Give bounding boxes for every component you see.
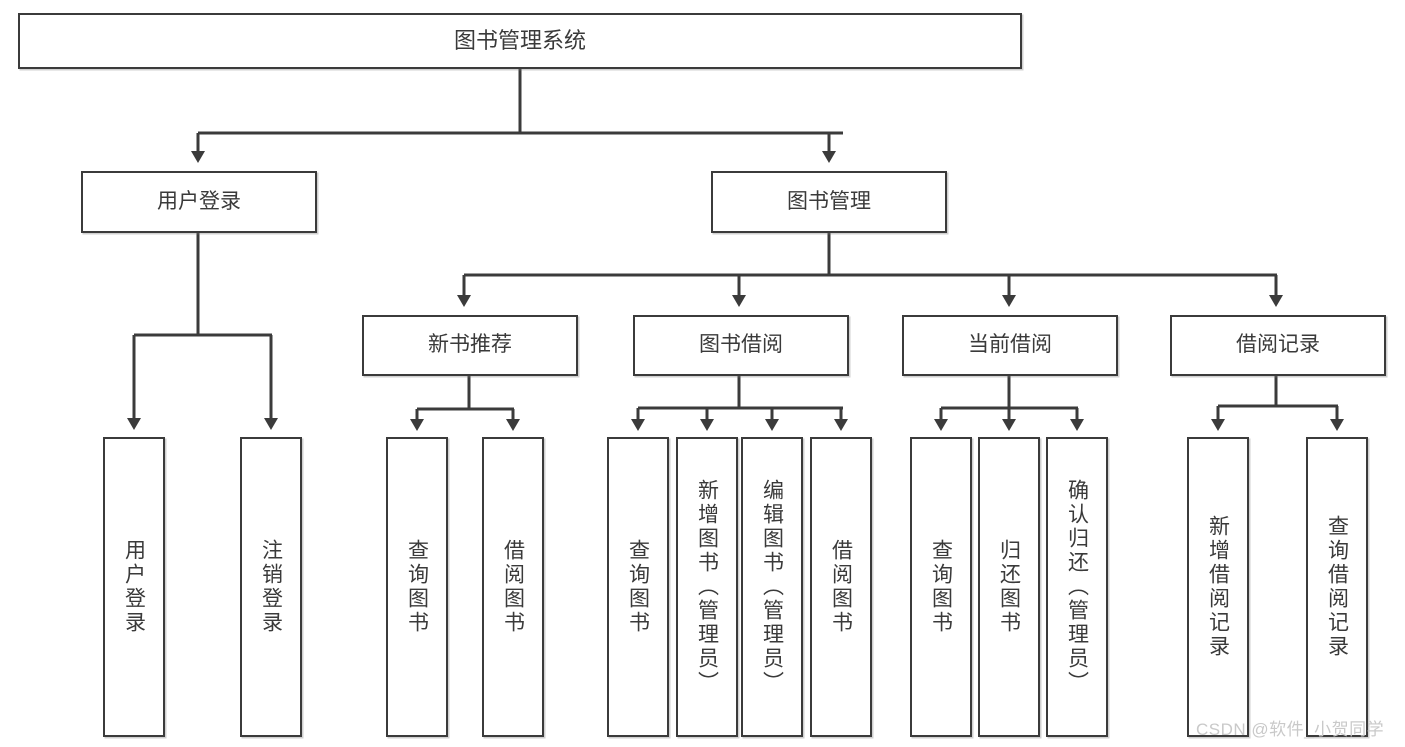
node-book-management[interactable]: 图书管理 xyxy=(711,171,947,233)
node-leaf-borrow-book-2[interactable]: 借阅图书 xyxy=(810,437,872,737)
node-leaf-edit-book[interactable]: 编辑图书（管理员） xyxy=(741,437,803,737)
node-leaf-return-book-label: 归还图书 xyxy=(997,539,1021,635)
node-leaf-borrow-book-1-label: 借阅图书 xyxy=(501,539,525,635)
node-leaf-add-book-label: 新增图书（管理员） xyxy=(695,479,719,695)
node-leaf-query-book-2-label: 查询图书 xyxy=(626,539,650,635)
node-leaf-user-login[interactable]: 用户登录 xyxy=(103,437,165,737)
node-leaf-query-record[interactable]: 查询借阅记录 xyxy=(1306,437,1368,737)
node-leaf-confirm-return[interactable]: 确认归还（管理员） xyxy=(1046,437,1108,737)
node-leaf-query-book-1[interactable]: 查询图书 xyxy=(386,437,448,737)
node-leaf-borrow-book-1[interactable]: 借阅图书 xyxy=(482,437,544,737)
node-current-borrow-label: 当前借阅 xyxy=(968,333,1052,357)
node-leaf-query-book-3-label: 查询图书 xyxy=(929,539,953,635)
node-leaf-user-login-label: 用户登录 xyxy=(122,539,146,635)
node-leaf-user-logout-label: 注销登录 xyxy=(259,539,283,635)
node-book-management-label: 图书管理 xyxy=(787,189,871,213)
node-leaf-query-book-1-label: 查询图书 xyxy=(405,539,429,635)
node-new-book-recommend-label: 新书推荐 xyxy=(428,333,512,357)
node-current-borrow[interactable]: 当前借阅 xyxy=(902,315,1118,376)
node-book-borrow-label: 图书借阅 xyxy=(699,333,783,357)
node-leaf-query-record-label: 查询借阅记录 xyxy=(1325,515,1349,659)
node-root-label: 图书管理系统 xyxy=(453,28,586,54)
node-leaf-add-book[interactable]: 新增图书（管理员） xyxy=(676,437,738,737)
node-borrow-record[interactable]: 借阅记录 xyxy=(1170,315,1386,376)
node-leaf-query-book-2[interactable]: 查询图书 xyxy=(607,437,669,737)
node-leaf-add-record[interactable]: 新增借阅记录 xyxy=(1187,437,1249,737)
node-root[interactable]: 图书管理系统 xyxy=(18,13,1022,69)
node-leaf-user-logout[interactable]: 注销登录 xyxy=(240,437,302,737)
node-user-login[interactable]: 用户登录 xyxy=(81,171,317,233)
node-leaf-confirm-return-label: 确认归还（管理员） xyxy=(1065,479,1089,695)
node-new-book-recommend[interactable]: 新书推荐 xyxy=(362,315,578,376)
node-leaf-return-book[interactable]: 归还图书 xyxy=(978,437,1040,737)
node-borrow-record-label: 借阅记录 xyxy=(1236,333,1320,357)
node-leaf-query-book-3[interactable]: 查询图书 xyxy=(910,437,972,737)
node-leaf-add-record-label: 新增借阅记录 xyxy=(1206,515,1230,659)
node-leaf-edit-book-label: 编辑图书（管理员） xyxy=(760,479,784,695)
node-book-borrow[interactable]: 图书借阅 xyxy=(633,315,849,376)
node-leaf-borrow-book-2-label: 借阅图书 xyxy=(829,539,853,635)
node-user-login-label: 用户登录 xyxy=(157,189,241,213)
csdn-watermark: CSDN @软件_小贺同学 xyxy=(1196,720,1385,739)
